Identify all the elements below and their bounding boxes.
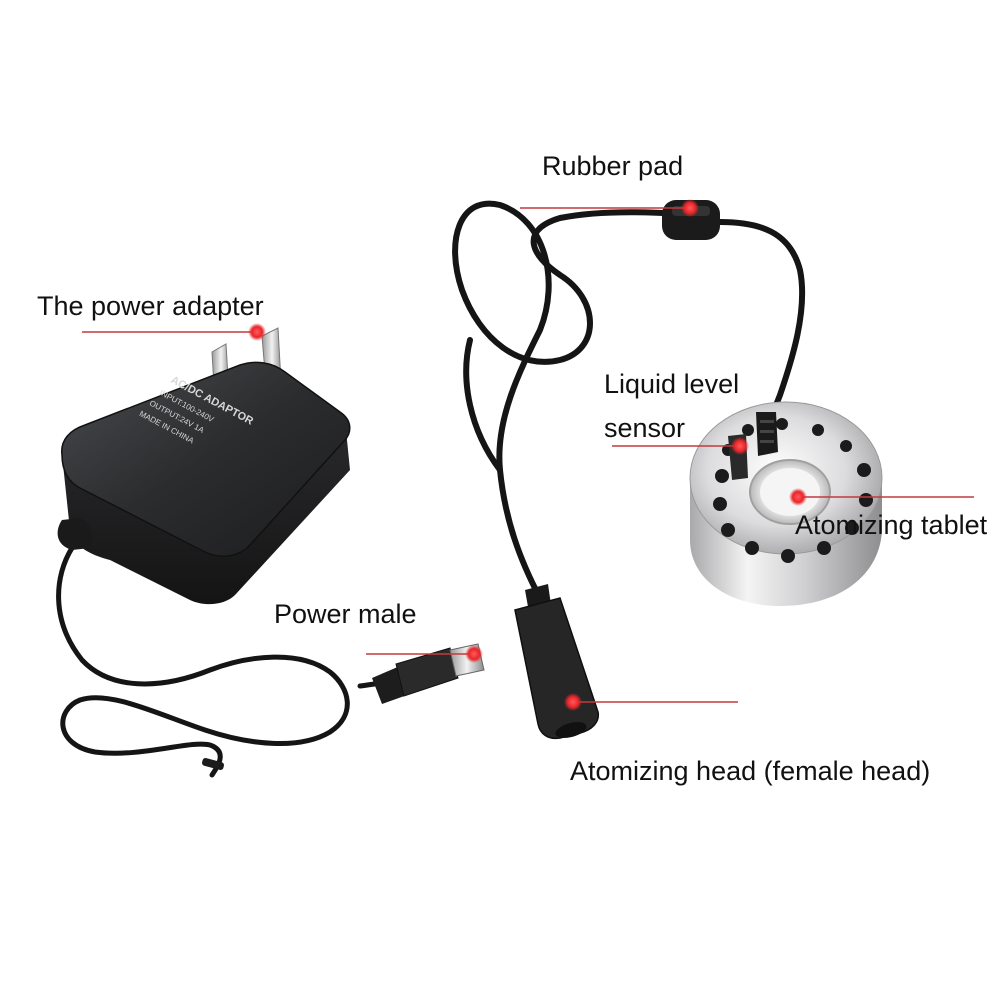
marker-atomizing-head — [564, 693, 582, 711]
marker-atomizing-tablet — [789, 488, 807, 506]
marker-rubber-pad — [681, 199, 699, 217]
power-male-plug — [372, 643, 485, 704]
female-head-connector — [514, 584, 600, 740]
marker-power-adapter — [248, 323, 266, 341]
marker-power-male — [465, 645, 483, 663]
label-liquid-level-line1: Liquid level — [604, 369, 740, 399]
label-power-male: Power male — [274, 599, 417, 629]
label-power-adapter: The power adapter — [37, 291, 264, 321]
label-atomizing-tablet: Atomizing tablet — [795, 510, 988, 540]
power-adapter: AC/DC ADAPTOR INPUT:100-240V OUTPUT:24V … — [57, 327, 351, 605]
label-rubber-pad: Rubber pad — [542, 151, 684, 181]
label-atomizing-head: Atomizing head (female head) — [570, 756, 931, 786]
marker-dots — [248, 199, 807, 711]
leader-lines — [82, 207, 974, 703]
cable-tie — [202, 757, 224, 771]
label-liquid-level-line2: sensor — [604, 413, 686, 443]
label-liquid-level-sensor: Liquid level sensor — [604, 362, 739, 450]
marker-liquid-level — [731, 437, 749, 455]
